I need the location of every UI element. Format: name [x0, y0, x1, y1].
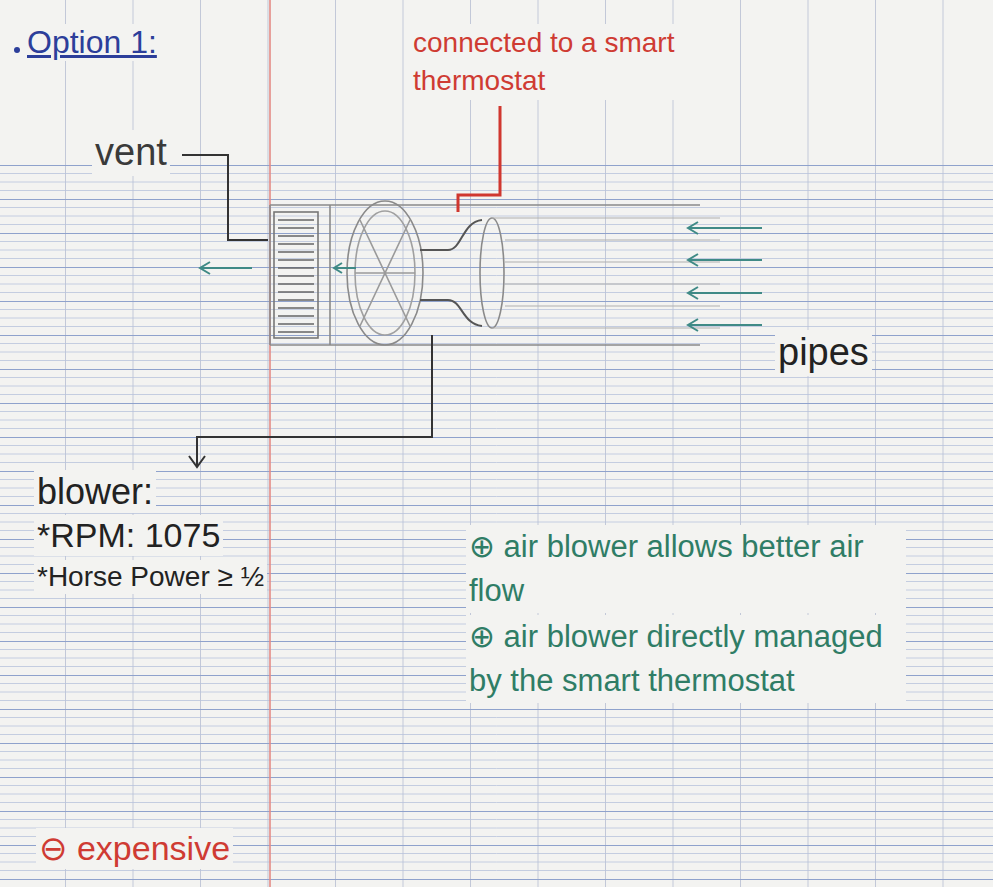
airflow-arrow: [688, 319, 762, 331]
grille-slats: [278, 220, 314, 332]
pro-note: ⊕ air blower directly managed by the sma…: [466, 615, 906, 703]
pipe-mouth: [480, 218, 504, 328]
duct-illustration: [270, 201, 720, 345]
vent-leader: [182, 155, 268, 240]
nozzle: [420, 220, 482, 326]
part-label: pipes: [775, 330, 872, 376]
blower-leader: [189, 335, 432, 467]
housing: [270, 205, 700, 345]
spec-line: *Horse Power ≥ ½: [34, 560, 267, 594]
airflow-arrow: [688, 254, 762, 266]
fan-ring: [347, 201, 423, 345]
fan-blades: [355, 220, 415, 326]
spec-line: *RPM: 1075: [34, 515, 223, 556]
thermostat-wire: [458, 106, 500, 212]
frame-line: [329, 205, 331, 345]
airflow-arrows: [200, 222, 762, 331]
airflow-arrow: [200, 262, 252, 274]
pro-note: ⊕ air blower allows better air flow: [466, 525, 906, 613]
horizontal-ruling: [0, 165, 993, 887]
margin-line: [269, 0, 271, 887]
vent-grille: [274, 212, 318, 338]
airflow-arrow: [688, 287, 762, 299]
airflow-arrow: [334, 263, 356, 273]
airflow-arrow: [688, 222, 762, 234]
note-label: connected to a smart thermostat: [410, 24, 720, 100]
fan-inner: [355, 211, 415, 335]
part-label: blower:: [34, 470, 156, 513]
pipe-lines: [492, 218, 720, 328]
page-title: Option 1:: [24, 24, 160, 61]
bullet-dot: [14, 47, 20, 53]
con-note: ⊖ expensive: [36, 828, 233, 869]
part-label: vent: [92, 130, 170, 176]
